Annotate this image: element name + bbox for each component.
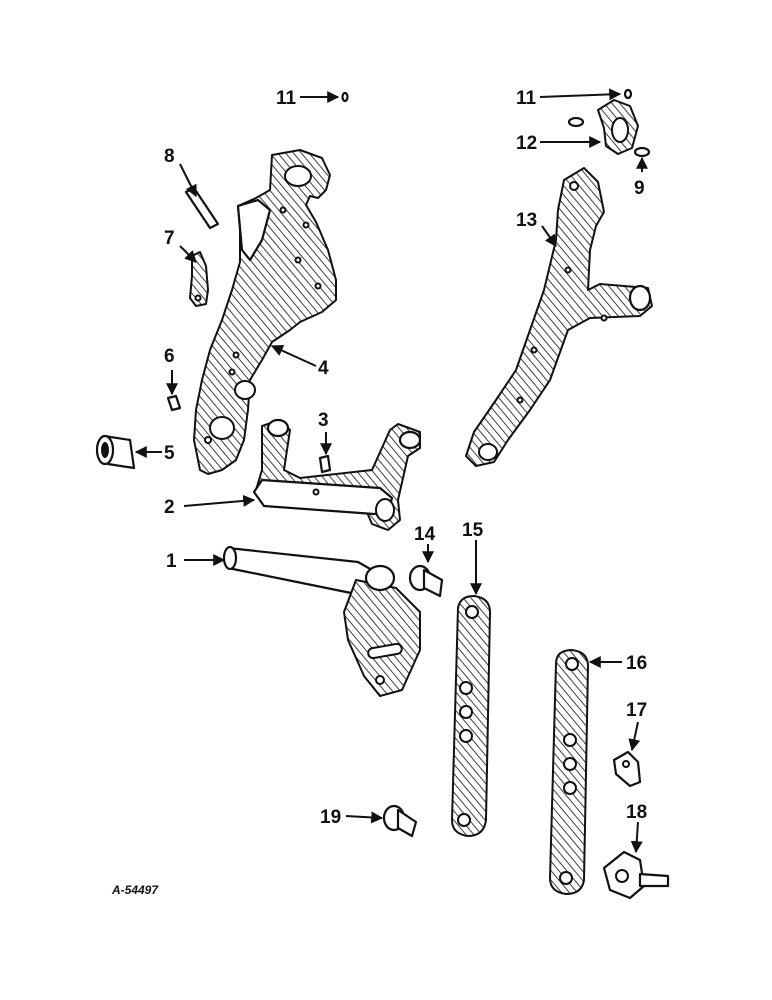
callout-17: 17 <box>626 700 647 721</box>
bearing-cap-12 <box>597 99 639 155</box>
screw-6 <box>166 394 182 412</box>
callout-19: 19 <box>320 807 341 828</box>
set-screw-3 <box>318 454 332 474</box>
cotter-pin-right <box>623 88 633 100</box>
callout-3: 3 <box>318 410 329 431</box>
callout-15: 15 <box>462 520 484 541</box>
callout-7: 7 <box>164 228 175 249</box>
callout-4: 4 <box>318 358 329 379</box>
callout-12: 12 <box>516 133 537 154</box>
left-lift-bracket <box>193 149 337 475</box>
callout-6: 6 <box>164 346 175 367</box>
callout-9: 9 <box>634 178 645 199</box>
callout-1: 1 <box>166 551 177 572</box>
callout-11-left: 11 <box>276 88 297 109</box>
callout-5: 5 <box>164 443 175 464</box>
lever-7 <box>189 251 209 307</box>
callout-14: 14 <box>414 524 436 545</box>
callout-16: 16 <box>626 653 647 674</box>
clevis-pin-19 <box>382 804 418 838</box>
link-bar-16 <box>549 649 589 895</box>
washers <box>567 116 651 158</box>
right-lift-arm <box>465 167 653 467</box>
link-bar-15 <box>451 595 491 837</box>
shaft-with-plate <box>222 545 421 697</box>
pin-8 <box>184 186 220 230</box>
figure-id: A-54497 <box>111 883 159 897</box>
eye-bolt-18 <box>602 850 670 900</box>
callout-13: 13 <box>516 210 537 231</box>
callout-labels: 11 11 12 9 8 7 13 4 6 3 5 2 1 14 15 16 1… <box>164 88 647 828</box>
leader-lines <box>134 88 648 854</box>
cotter-pin-left <box>341 91 349 103</box>
clevis-pin-14 <box>408 564 444 598</box>
cross-frame <box>252 418 422 531</box>
callout-2: 2 <box>164 497 175 518</box>
clevis-17 <box>612 750 642 788</box>
callout-18: 18 <box>626 802 647 823</box>
callout-11-right: 11 <box>516 88 537 109</box>
callout-8: 8 <box>164 146 175 167</box>
bushing-5 <box>95 434 136 470</box>
